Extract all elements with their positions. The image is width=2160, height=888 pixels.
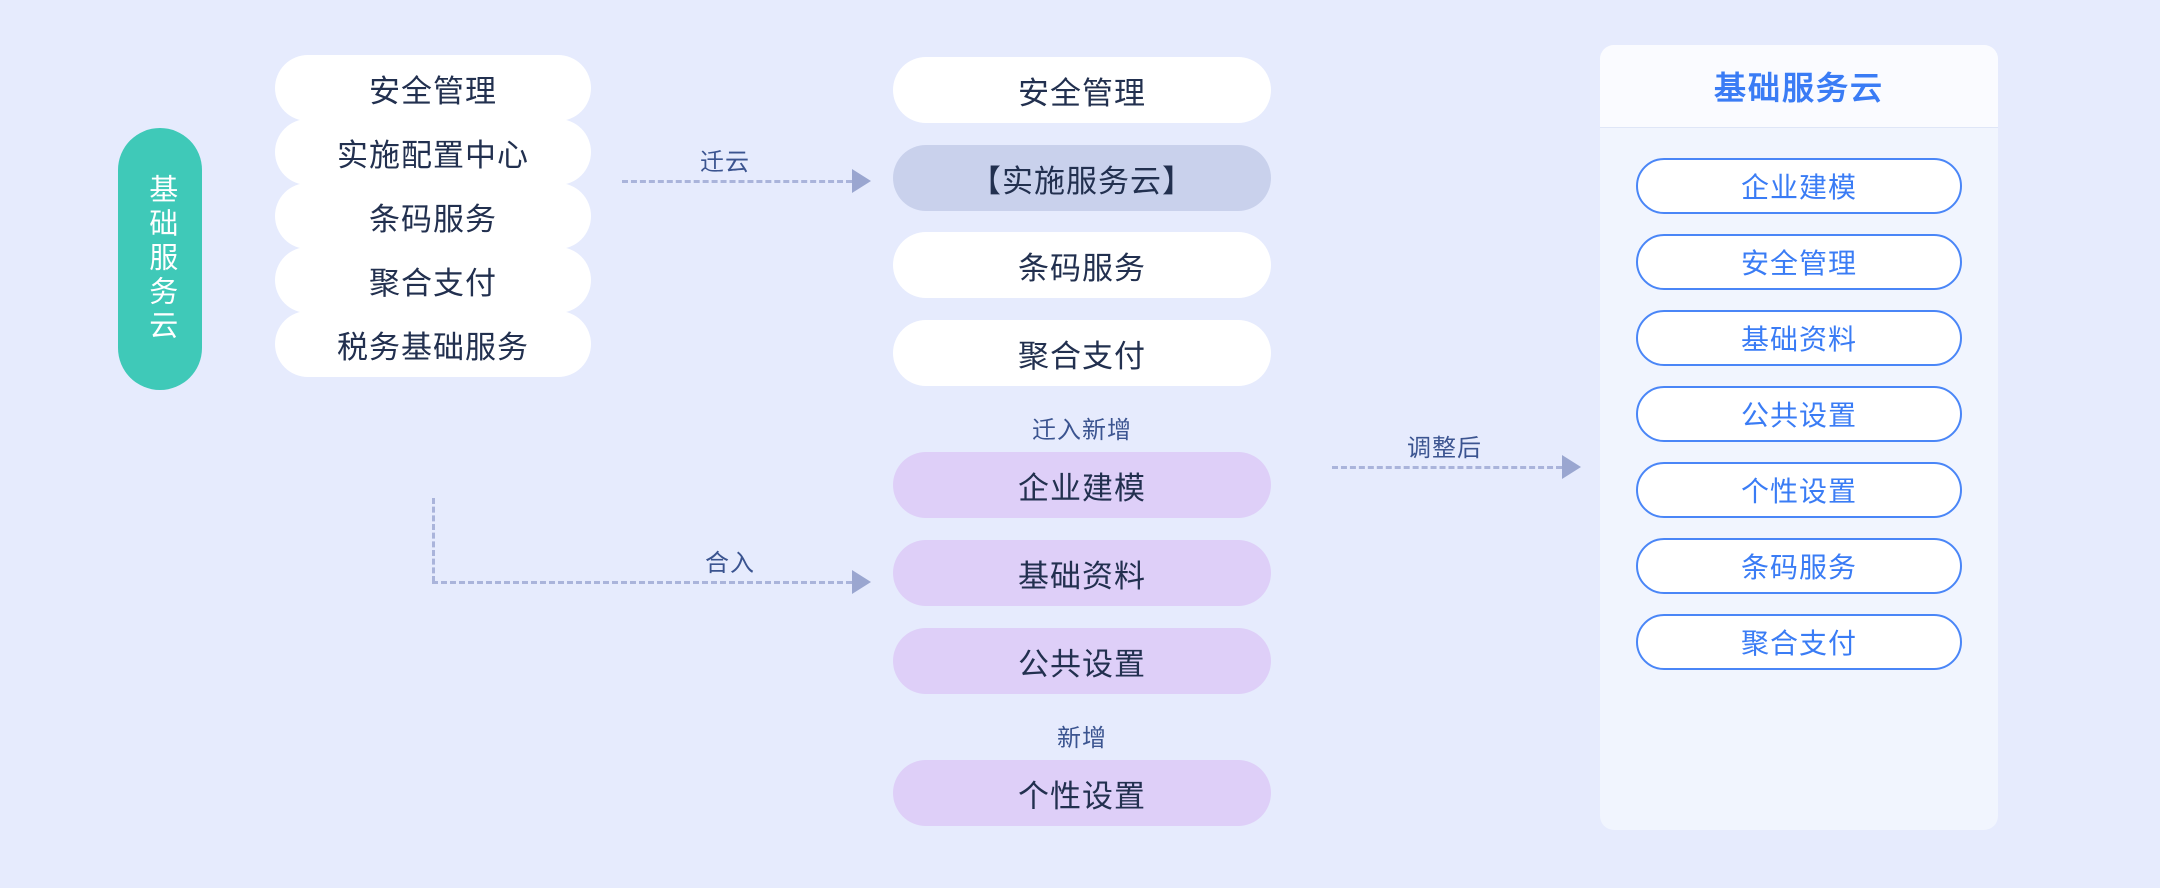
mid-item-0[interactable]: 安全管理 bbox=[893, 57, 1271, 123]
right-panel-body: 企业建模 安全管理 基础资料 公共设置 个性设置 条码服务 聚合支付 bbox=[1600, 128, 1998, 670]
right-panel: 基础服务云 企业建模 安全管理 基础资料 公共设置 个性设置 条码服务 聚合支付 bbox=[1600, 45, 1998, 830]
mid-item-3[interactable]: 聚合支付 bbox=[893, 320, 1271, 386]
right-panel-header: 基础服务云 bbox=[1600, 45, 1998, 128]
left-item-4[interactable]: 税务基础服务 bbox=[275, 311, 591, 377]
arrow-heru-head bbox=[852, 570, 871, 594]
mid-item-6[interactable]: 公共设置 bbox=[893, 628, 1271, 694]
arrow-qianyun-line bbox=[622, 180, 852, 183]
right-item-0[interactable]: 企业建模 bbox=[1636, 158, 1962, 214]
right-item-6[interactable]: 聚合支付 bbox=[1636, 614, 1962, 670]
right-item-2[interactable]: 基础资料 bbox=[1636, 310, 1962, 366]
mid-item-7[interactable]: 个性设置 bbox=[893, 760, 1271, 826]
mid-item-5[interactable]: 基础资料 bbox=[893, 540, 1271, 606]
right-item-4[interactable]: 个性设置 bbox=[1636, 462, 1962, 518]
right-item-5[interactable]: 条码服务 bbox=[1636, 538, 1962, 594]
left-group-badge: 基础服务云 bbox=[118, 128, 202, 390]
arrow-heru-label: 合入 bbox=[705, 550, 755, 577]
mid-caption-xinzeng: 新增 bbox=[1057, 725, 1107, 752]
left-item-0[interactable]: 安全管理 bbox=[275, 55, 591, 121]
arrow-tiaozhenghou-label: 调整后 bbox=[1407, 435, 1482, 462]
left-item-2[interactable]: 条码服务 bbox=[275, 183, 591, 249]
left-item-3[interactable]: 聚合支付 bbox=[275, 247, 591, 313]
right-panel-title: 基础服务云 bbox=[1713, 70, 1884, 106]
left-group-badge-label: 基础服务云 bbox=[144, 174, 177, 344]
mid-item-2[interactable]: 条码服务 bbox=[893, 232, 1271, 298]
left-item-1[interactable]: 实施配置中心 bbox=[275, 119, 591, 185]
mid-item-1[interactable]: 【实施服务云】 bbox=[893, 145, 1271, 211]
arrow-qianyun-head bbox=[852, 169, 871, 193]
arrow-qianyun-label: 迁云 bbox=[700, 149, 750, 176]
right-item-1[interactable]: 安全管理 bbox=[1636, 234, 1962, 290]
arrow-heru-hline bbox=[432, 581, 852, 584]
arrow-tiaozhenghou-head bbox=[1562, 455, 1581, 479]
mid-item-4[interactable]: 企业建模 bbox=[893, 452, 1271, 518]
arrow-heru-vline bbox=[432, 498, 435, 582]
arrow-tiaozhenghou-line bbox=[1332, 466, 1562, 469]
right-item-3[interactable]: 公共设置 bbox=[1636, 386, 1962, 442]
mid-caption-qianruxinzeng: 迁入新增 bbox=[1032, 417, 1132, 444]
